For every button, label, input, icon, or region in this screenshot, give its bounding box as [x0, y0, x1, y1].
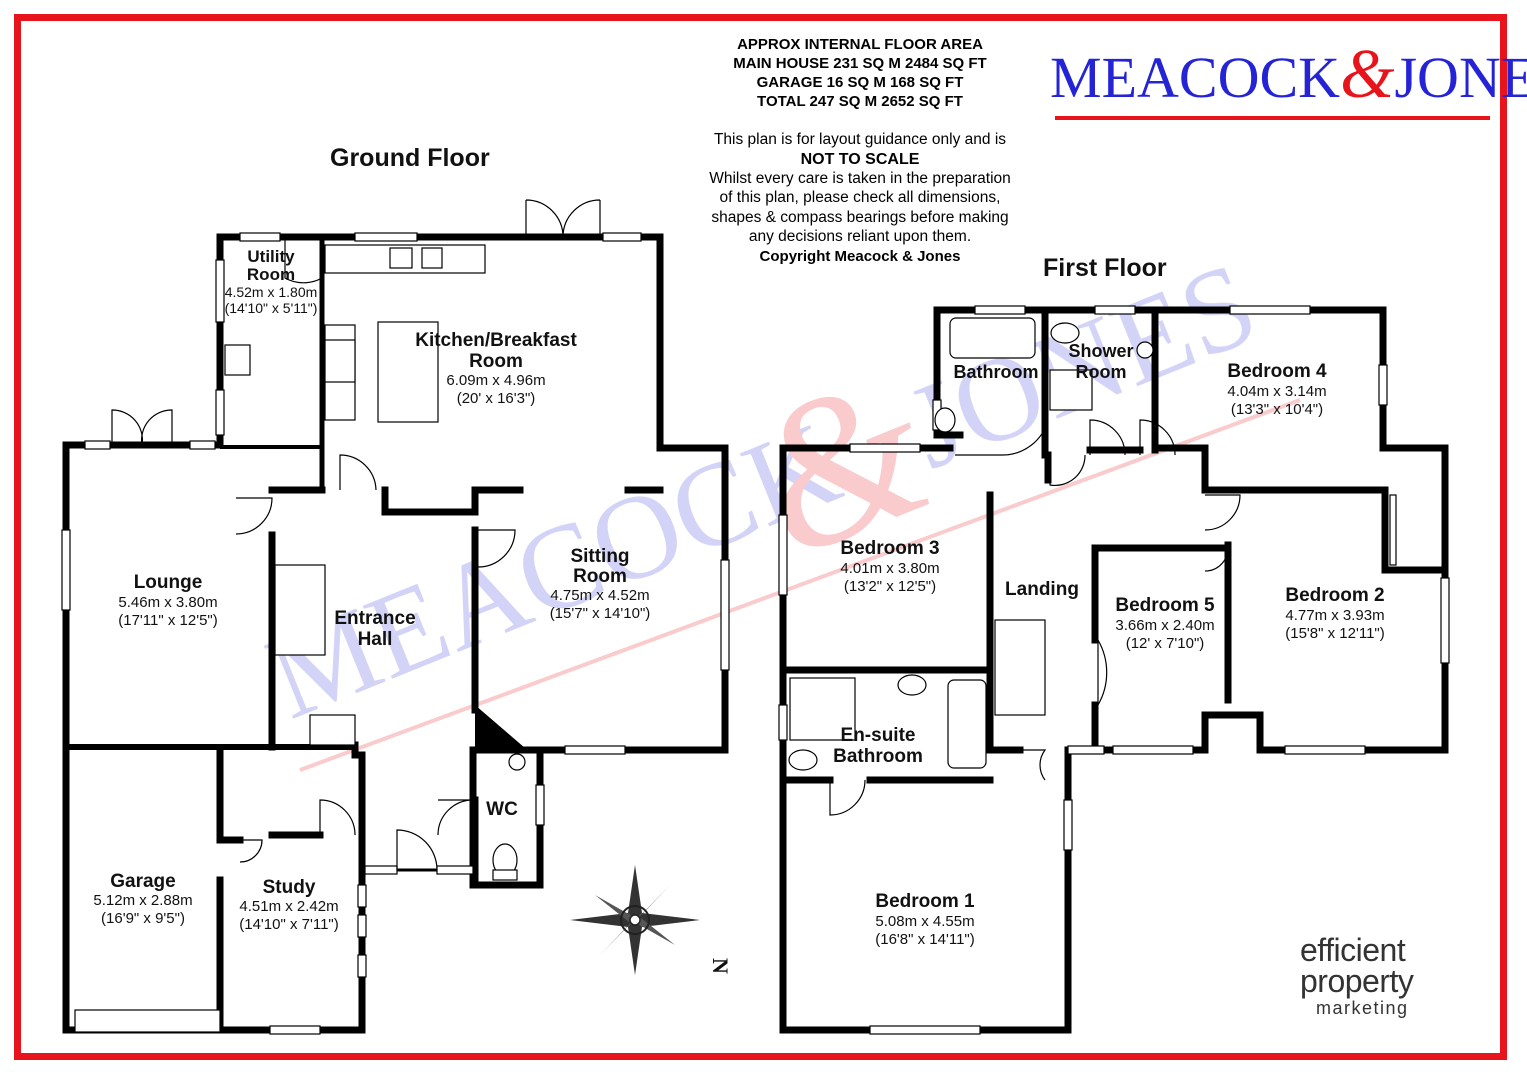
watermark-line: [299, 398, 1301, 772]
room-dim-bedroom4-metric: 4.04m x 3.14m: [1227, 383, 1326, 400]
room-dim-garage-metric: 5.12m x 2.88m: [93, 892, 192, 909]
room-label-utility-2: Room: [247, 265, 295, 284]
room-dim-bedroom2-imperial: (15'8" x 12'11"): [1285, 625, 1385, 642]
room-dim-bedroom2-metric: 4.77m x 3.93m: [1285, 607, 1384, 624]
room-dim-kitchen-metric: 6.09m x 4.96m: [446, 372, 545, 389]
room-dim-bedroom5-metric: 3.66m x 2.40m: [1115, 617, 1214, 634]
not-to-scale: NOT TO SCALE: [800, 150, 920, 168]
room-dim-sitting-metric: 4.75m x 4.52m: [550, 587, 649, 604]
room-label-bedroom4: Bedroom 4: [1227, 361, 1327, 382]
room-dim-bedroom1-metric: 5.08m x 4.55m: [875, 913, 974, 930]
efficient-property-logo: efficient property marketing: [1300, 932, 1470, 1019]
brand-underline: [1055, 116, 1490, 120]
disclaimer-line: any decisions reliant upon them.: [748, 228, 972, 245]
room-dim-study-metric: 4.51m x 2.42m: [239, 898, 338, 915]
compass-north-label: N: [708, 958, 733, 974]
room-label-bedroom1: Bedroom 1: [875, 891, 975, 912]
compass-icon: N: [570, 865, 733, 975]
room-dim-bedroom1-imperial: (16'8" x 14'11"): [875, 931, 975, 948]
disclaimer-line: This plan is for layout guidance only an…: [713, 131, 1007, 148]
brand-ampersand: &: [1340, 36, 1395, 113]
room-label-sitting-2: Room: [573, 566, 627, 587]
disclaimer-line: of this plan, please check all dimension…: [719, 189, 1001, 206]
ground-floor-fixtures: [61, 232, 730, 1035]
ground-door-swings: [111, 199, 601, 871]
room-dim-kitchen-imperial: (20' x 16'3"): [457, 390, 536, 407]
room-dim-lounge-imperial: (17'11" x 12'5"): [118, 612, 218, 629]
room-dim-lounge-metric: 5.46m x 3.80m: [118, 594, 217, 611]
efm-line3: marketing: [1316, 998, 1409, 1018]
room-label-bedroom3: Bedroom 3: [840, 538, 939, 559]
room-dim-bedroom5-imperial: (12' x 7'10"): [1126, 635, 1205, 652]
room-dim-garage-imperial: (16'9" x 9'5"): [101, 910, 185, 927]
room-label-garage: Garage: [110, 871, 175, 892]
efm-line1: efficient: [1300, 932, 1406, 968]
disclaimer-line: shapes & compass bearings before making: [711, 208, 1009, 226]
room-label-sitting: Sitting: [570, 546, 629, 567]
brand-logo: MEACOCK&JONES: [1050, 40, 1527, 122]
area-garage: GARAGE 16 SQ M 168 SQ FT: [756, 74, 964, 91]
room-label-kitchen-2: Room: [469, 351, 523, 372]
room-label-ensuite: En-suite: [841, 725, 916, 746]
floor-area-info: APPROX INTERNAL FLOOR AREA MAIN HOUSE 23…: [660, 35, 1060, 266]
room-dim-utility-metric: 4.52m x 1.80m: [225, 284, 318, 300]
room-label-lounge: Lounge: [134, 572, 203, 593]
room-label-bathroom: Bathroom: [954, 362, 1039, 382]
room-dim-bedroom4-imperial: (13'3" x 10'4"): [1231, 401, 1323, 418]
room-label-bedroom5: Bedroom 5: [1115, 595, 1215, 616]
room-dim-sitting-imperial: (15'7" x 14'10"): [550, 605, 651, 622]
room-label-study: Study: [263, 877, 316, 898]
room-label-bedroom2: Bedroom 2: [1285, 585, 1384, 606]
room-dim-bedroom3-imperial: (13'2" x 12'5"): [844, 578, 936, 595]
room-dim-bedroom3-metric: 4.01m x 3.80m: [840, 560, 939, 577]
room-label-kitchen: Kitchen/Breakfast: [415, 330, 577, 351]
watermark: MEACOCK & JONES: [250, 236, 1301, 772]
area-total: TOTAL 247 SQ M 2652 SQ FT: [757, 93, 963, 110]
area-title: APPROX INTERNAL FLOOR AREA: [737, 36, 983, 53]
room-label-shower-2: Room: [1076, 362, 1127, 382]
disclaimer-line: Whilst every care is taken in the prepar…: [709, 169, 1011, 187]
room-label-landing: Landing: [1005, 579, 1079, 600]
area-main-house: MAIN HOUSE 231 SQ M 2484 SQ FT: [733, 55, 987, 72]
room-label-entrance: Entrance: [334, 608, 415, 629]
page-border: [14, 14, 1507, 1060]
room-label-shower: Shower: [1068, 341, 1133, 361]
ground-floor-title: Ground Floor: [330, 144, 490, 172]
first-door-swings: [829, 419, 1241, 816]
room-label-wc: WC: [486, 799, 518, 820]
copyright: Copyright Meacock & Jones: [759, 247, 961, 265]
first-floor-fixtures: [778, 305, 1450, 1035]
room-dim-utility-imperial: (14'10" x 5'11"): [225, 300, 318, 316]
wc-wall-block: [475, 705, 525, 748]
brand-name-right: JONES: [1394, 45, 1527, 110]
room-label-ensuite-2: Bathroom: [833, 746, 923, 767]
efm-line2: property: [1300, 963, 1414, 999]
room-dim-study-imperial: (14'10" x 7'11"): [239, 916, 339, 933]
room-label-utility: Utility: [247, 247, 295, 266]
first-floor-title: First Floor: [1043, 254, 1167, 282]
brand-name-left: MEACOCK: [1050, 45, 1341, 110]
room-label-entrance-2: Hall: [358, 629, 393, 650]
